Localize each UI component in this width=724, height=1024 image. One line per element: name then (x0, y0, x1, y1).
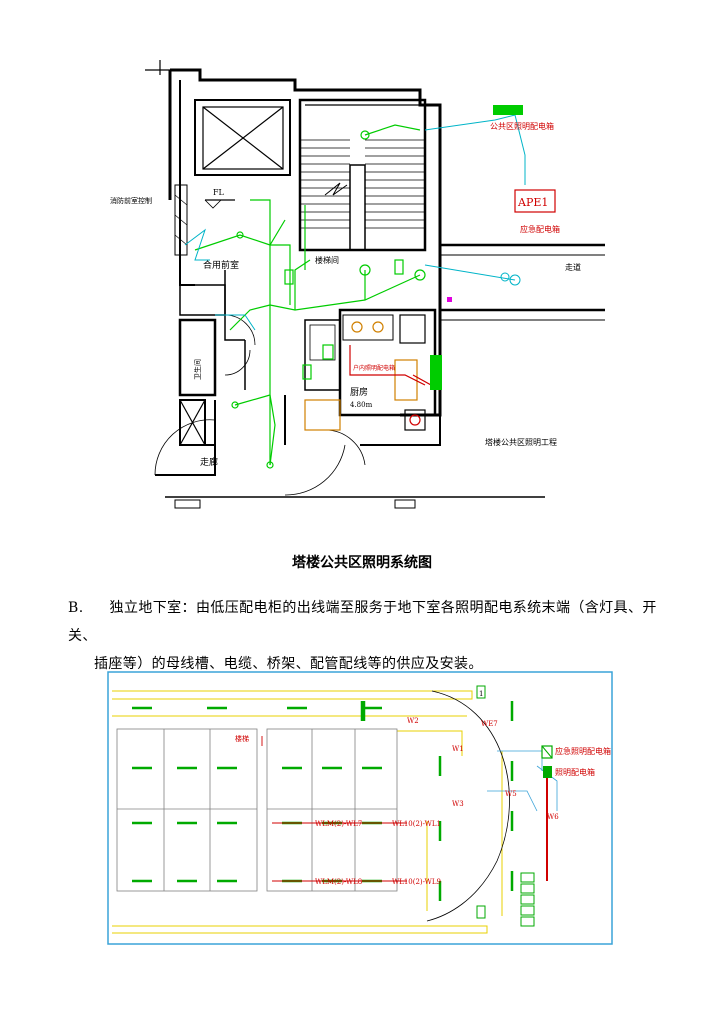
lighting-panel-label: 照明配电箱 (555, 767, 595, 777)
stair-tag: 楼梯 (235, 734, 249, 743)
paragraph-line-2: 插座等）的母线槽、电缆、桥架、配管配线等的供应及安装。 (94, 656, 483, 672)
figure1-caption: 塔楼公共区照明系统图 (292, 555, 432, 571)
circuit-c: WLM(2)-WL8 (315, 878, 362, 886)
paragraph-line-1: 独立地下室：由低压配电柜的出线端至服务于地下室各照明配电系统末端（含灯具、开关、 (68, 600, 657, 644)
wire-w1: W1 (452, 745, 464, 753)
hallway-label: 走廊 (200, 456, 218, 468)
wire-w3: W3 (452, 800, 464, 808)
kitchen-label: 厨房 (350, 386, 368, 398)
emergency-panel-label: 应急照明配电箱 (555, 746, 611, 756)
paragraph-marker: B. (68, 600, 84, 616)
circuit-b: WL10(2)-WL1 (392, 820, 441, 828)
section-b-paragraph: B.独立地下室：由低压配电柜的出线端至服务于地下室各照明配电系统末端（含灯具、开… (68, 594, 668, 678)
tower-lighting-plan: 公共区照明配电箱 APE1 应急配电箱 走道 楼梯间 合用前室 FL 消防前室控… (110, 60, 605, 509)
toilet-label: 卫生间 (193, 359, 202, 380)
ape-box-label: APE1 (517, 196, 548, 209)
kitchen-panel-label: 户内照明配电箱 (353, 364, 395, 372)
corridor-label: 走道 (565, 262, 581, 272)
basement-lighting-plan: 应急照明配电箱 照明配电箱 楼梯 W1 W2 W3 W5 W6 WE7 WLM(… (107, 671, 613, 945)
right-note: 塔楼公共区照明工程 (485, 437, 557, 447)
circuit-d: WL10(2)-WL9 (392, 878, 441, 886)
top-tag: 1 (479, 690, 483, 698)
meter-room-label: 合用前室 (203, 259, 239, 271)
left-tag: 消防前室控制 (110, 196, 152, 205)
wire-we7: WE7 (481, 720, 498, 728)
wire-w5: W5 (505, 790, 517, 798)
tower-panel-label: 公共区照明配电箱 (490, 121, 554, 131)
wire-w6: W6 (547, 813, 559, 821)
wire-w2: W2 (407, 717, 419, 725)
fire-box-label: 应急配电箱 (520, 224, 560, 234)
elevator-tag: FL (213, 188, 225, 197)
kitchen-level: 4.80m (350, 401, 373, 409)
stair-label: 楼梯间 (315, 255, 339, 265)
circuit-a: WLM(2)-WL7 (315, 820, 362, 828)
